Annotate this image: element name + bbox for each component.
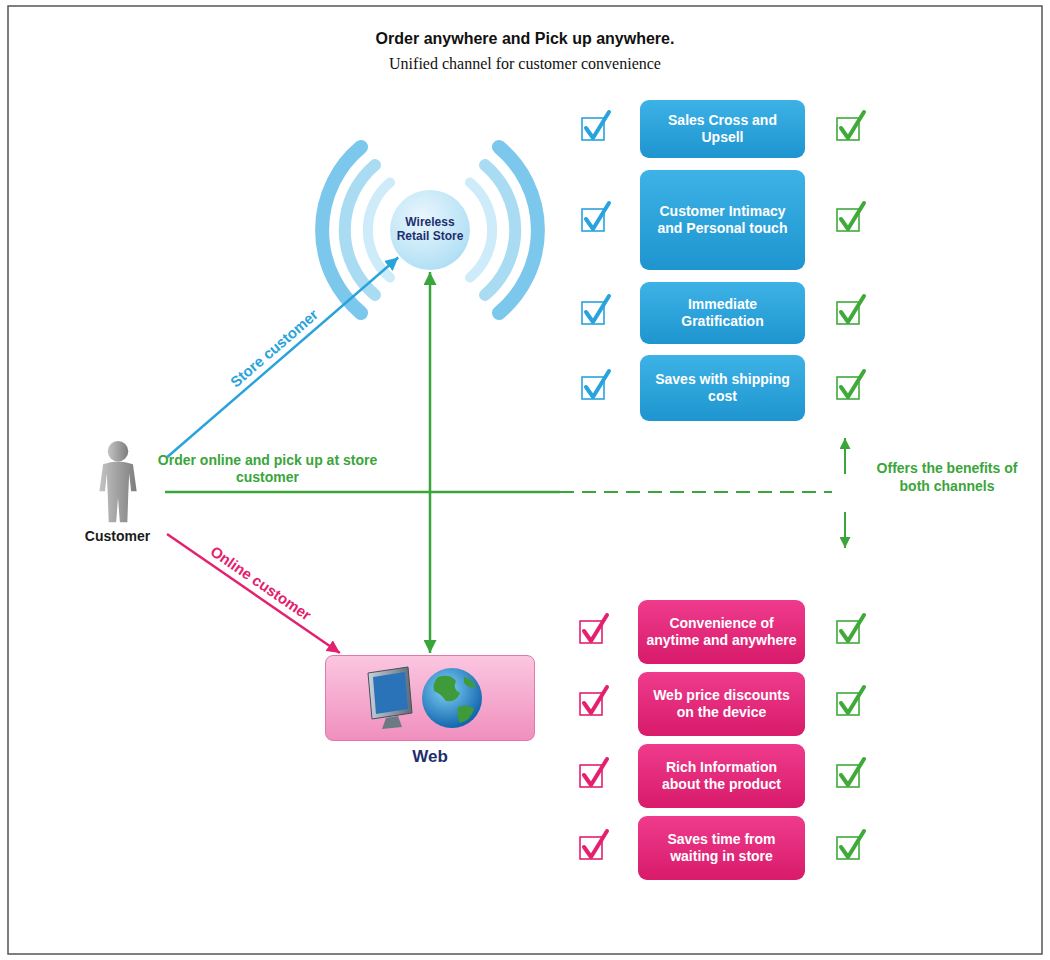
- store-circle: Wireless Retail Store: [390, 190, 470, 270]
- online-connector: [167, 534, 340, 653]
- check-mark: [841, 759, 864, 785]
- web-box: Web: [325, 655, 535, 775]
- box-text: Rich Information about the product: [646, 759, 797, 793]
- check-mark: [841, 831, 864, 857]
- up-arrow: [844, 438, 846, 474]
- check-mark: [841, 203, 864, 229]
- channel-link: [429, 272, 432, 653]
- box-text: Immediate Gratification: [648, 296, 797, 330]
- channel-label: Order online and pick up at store custom…: [150, 452, 385, 486]
- benefit-box: Immediate Gratification: [640, 282, 805, 344]
- box-text: Saves with shipping cost: [648, 371, 797, 405]
- checkmarks: [580, 112, 864, 859]
- check-mark: [584, 615, 607, 641]
- box-text: Customer Intimacy and Personal touch: [648, 203, 797, 237]
- check-mark: [584, 687, 607, 713]
- check-mark: [841, 687, 864, 713]
- check-mark: [841, 112, 864, 138]
- pickup-dashed-line: [560, 491, 832, 493]
- benefit-box: Sales Cross and Upsell: [640, 100, 805, 158]
- box-text: Wireless Retail Store: [396, 216, 464, 244]
- benefit-box: Saves time from waiting in store: [638, 816, 805, 880]
- benefit-box: Customer Intimacy and Personal touch: [640, 170, 805, 270]
- customer-figure: Customer: [70, 440, 165, 560]
- benefit-box: Convenience of anytime and anywhere: [638, 600, 805, 664]
- check-mark: [584, 759, 607, 785]
- store-connector: [167, 257, 398, 457]
- check-mark: [586, 112, 609, 138]
- box-text: Sales Cross and Upsell: [648, 112, 797, 146]
- pickup-line: [165, 491, 560, 494]
- benefit-note: Offers the benefits of both channels: [872, 460, 1022, 495]
- check-mark: [586, 203, 609, 229]
- web-label: Web: [325, 747, 535, 767]
- check-mark: [586, 296, 609, 322]
- check-mark: [584, 831, 607, 857]
- benefit-box: Rich Information about the product: [638, 744, 805, 808]
- customer-label: Customer: [70, 528, 165, 544]
- box-text: Web price discounts on the device: [646, 687, 797, 721]
- computer-globe-icon: [360, 663, 500, 733]
- edge-label: Store customer: [227, 305, 321, 390]
- title: Order anywhere and Pick up anywhere.: [0, 30, 1050, 48]
- benefit-box: Saves with shipping cost: [640, 355, 805, 421]
- check-mark: [841, 615, 864, 641]
- person-icon: [90, 440, 146, 524]
- down-arrow: [844, 512, 846, 548]
- check-mark: [841, 296, 864, 322]
- benefit-box: Web price discounts on the device: [638, 672, 805, 736]
- web-panel: [325, 655, 535, 741]
- frame: [8, 6, 1042, 954]
- check-mark: [586, 371, 609, 397]
- edge-label: Online customer: [207, 542, 314, 623]
- check-mark: [841, 371, 864, 397]
- box-text: Convenience of anytime and anywhere: [646, 615, 797, 649]
- subtitle: Unified channel for customer convenience: [0, 55, 1050, 73]
- box-text: Saves time from waiting in store: [646, 831, 797, 865]
